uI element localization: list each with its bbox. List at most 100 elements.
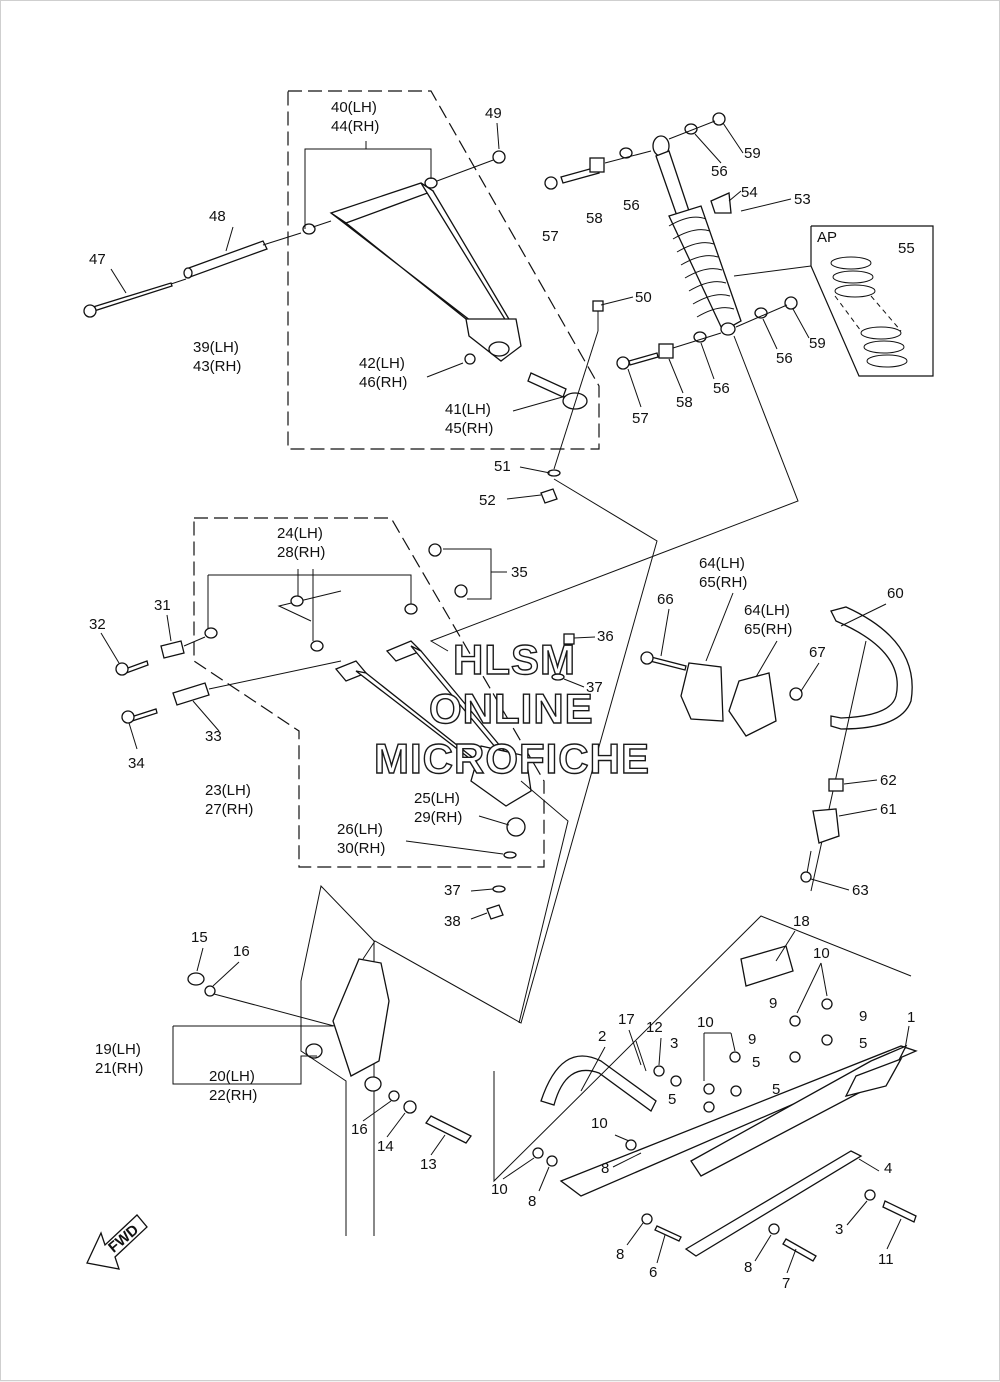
callout: 56	[776, 350, 793, 367]
ap-label: AP	[817, 229, 837, 246]
bolt-63	[800, 850, 812, 883]
callout: 43(RH)	[193, 358, 241, 375]
callout: 16	[351, 1121, 368, 1138]
callout: 59	[744, 145, 761, 162]
callout: 29(RH)	[414, 809, 462, 826]
nut-38	[486, 904, 504, 920]
callout: 28(RH)	[277, 544, 325, 561]
callout: 62	[880, 772, 897, 789]
clip-54	[710, 192, 732, 214]
callout: 16	[233, 943, 250, 960]
bolt-36	[563, 633, 575, 670]
ski-hardware	[532, 945, 917, 1262]
callout: 49	[485, 105, 502, 122]
callout: 8	[528, 1193, 536, 1210]
callout: 57	[632, 410, 649, 427]
shaft-48	[183, 240, 268, 279]
shock-top-hardware	[544, 112, 726, 190]
callout: 2	[598, 1028, 606, 1045]
callout: 7	[782, 1275, 790, 1292]
callout: 8	[601, 1160, 609, 1177]
bracket-61	[812, 808, 840, 844]
callout: 33	[205, 728, 222, 745]
callout: 26(LH)	[337, 821, 383, 838]
callout-labels: 40(LH) 44(RH) 49 48 47 39(LH) 43(RH) 42(…	[89, 99, 915, 1292]
callout: 8	[744, 1259, 752, 1276]
callout: 5	[752, 1054, 760, 1071]
callout: 9	[748, 1031, 756, 1048]
washer-37-bottom	[492, 885, 506, 893]
callout: 47	[89, 251, 106, 268]
callout: 25(LH)	[414, 790, 460, 807]
ap-box	[810, 225, 934, 377]
callout: 11	[878, 1251, 894, 1268]
callout: 31	[154, 597, 171, 614]
callout: 5	[859, 1035, 867, 1052]
callout: 18	[793, 913, 810, 930]
callout: 12	[646, 1019, 663, 1036]
shock-bottom-hardware	[616, 296, 798, 370]
ski-group-outline	[300, 884, 375, 1236]
callout: 10	[491, 1181, 508, 1198]
ski-handle-2	[540, 1055, 657, 1112]
callout: 37	[444, 882, 461, 899]
callout: 40(LH)	[331, 99, 377, 116]
washer-26-30	[503, 851, 517, 859]
callout: 22(RH)	[209, 1087, 257, 1104]
washer-37-top	[551, 673, 565, 681]
callout: 64(LH)	[744, 602, 790, 619]
callout: 10	[697, 1014, 714, 1031]
callout: 63	[852, 882, 869, 899]
leader-lines	[100, 122, 910, 1274]
washer-42-46	[464, 353, 476, 365]
watermark: HLSM ONLINE MICROFICHE	[373, 635, 649, 782]
collar-33	[172, 682, 210, 706]
callout: 37	[586, 679, 603, 696]
callout: 5	[668, 1091, 676, 1108]
callout: 6	[649, 1264, 657, 1281]
callout: 56	[711, 163, 728, 180]
callout: 65(RH)	[699, 574, 747, 591]
watermark-line-2: ONLINE	[429, 685, 594, 732]
callout: 4	[884, 1160, 892, 1177]
callout: 50	[635, 289, 652, 306]
callout: 61	[880, 801, 897, 818]
clamp-64-65-right	[728, 672, 777, 737]
bolt-47	[83, 282, 173, 318]
runner-4	[684, 1150, 863, 1257]
callout: 30(RH)	[337, 840, 385, 857]
upper-a-arm	[329, 182, 522, 362]
callout: 35	[511, 564, 528, 581]
steering-arm-60	[810, 606, 913, 892]
callout: 8	[616, 1246, 624, 1263]
callout: 10	[813, 945, 830, 962]
callout: 20(LH)	[209, 1068, 255, 1085]
callout: 32	[89, 616, 106, 633]
bolt-66	[640, 651, 687, 671]
ball-joint-41-45	[527, 372, 588, 410]
callout: 51	[494, 458, 511, 475]
callout: 15	[191, 929, 208, 946]
callout: 14	[377, 1138, 394, 1155]
callout: 58	[586, 210, 603, 227]
callout: 19(LH)	[95, 1041, 141, 1058]
callout: 1	[907, 1009, 915, 1026]
callout: 3	[835, 1221, 843, 1238]
callout: 54	[741, 184, 758, 201]
callout: 60	[887, 585, 904, 602]
bushings-15-16	[187, 972, 216, 997]
callout: 56	[713, 380, 730, 397]
callout: 57	[542, 228, 559, 245]
collar-31	[160, 640, 185, 659]
callout: 41(LH)	[445, 401, 491, 418]
callout: 13	[420, 1156, 437, 1173]
callout: 3	[670, 1035, 678, 1052]
callout: 59	[809, 335, 826, 352]
callout: 17	[618, 1011, 635, 1028]
callout: 45(RH)	[445, 420, 493, 437]
callout: 44(RH)	[331, 118, 379, 135]
callout: 9	[859, 1008, 867, 1025]
callout: 53	[794, 191, 811, 208]
